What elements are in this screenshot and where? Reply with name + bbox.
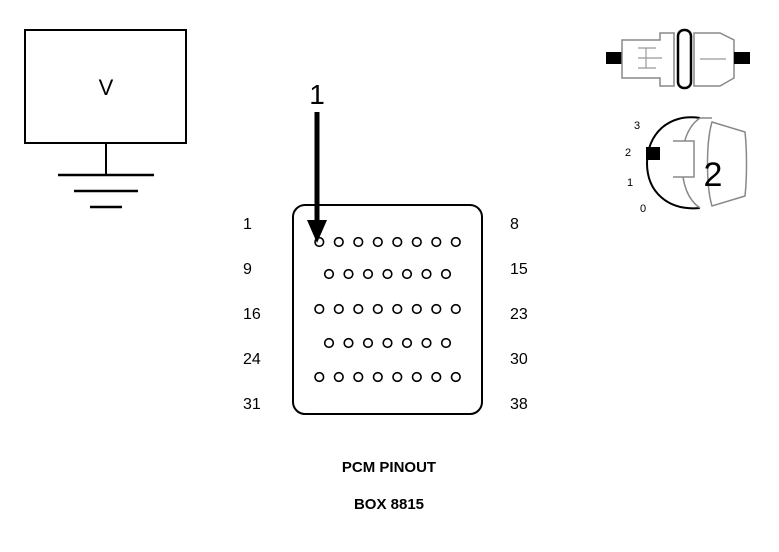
ignition-position-1: 1 [627,177,633,189]
disconnect-connector-icon [606,28,750,90]
pin-label-38: 38 [510,396,528,413]
ignition-position-2: 2 [625,147,631,159]
ground-icon [58,173,154,209]
pin-hole [333,303,344,315]
pin-hole [314,236,325,248]
pin-label-15: 15 [510,261,528,278]
pin-hole [362,268,374,280]
pin-hole [450,371,461,383]
voltmeter: V [24,29,187,209]
arrow-head-icon [307,220,327,243]
pin-hole [314,303,325,315]
pin-hole [421,337,432,349]
pin-hole [411,371,422,383]
pin-hole [411,303,422,315]
pin-hole [392,236,403,248]
arrow-label: 1 [309,79,325,110]
pin-labels-right: 8 15 23 30 38 [510,216,528,413]
pin-hole [353,303,364,315]
pin-label-23: 23 [510,306,528,323]
pin-hole [450,236,461,248]
pin-label-30: 30 [510,351,528,368]
pin-hole [372,236,383,248]
caption-subtitle: BOX 8815 [354,496,424,513]
pin-hole [343,268,354,280]
pin-hole [382,268,393,280]
probe-arrow: 1 [307,79,327,243]
connector-pins [314,236,461,383]
pin-label-1: 1 [243,216,252,233]
pin-label-24: 24 [243,351,261,368]
pin-hole [323,268,335,280]
pin-label-31: 31 [243,396,261,413]
pin-hole [323,337,335,349]
pin-hole [392,371,403,383]
pin-hole [401,337,413,349]
pin-hole [411,236,422,248]
pin-hole [372,371,383,383]
ignition-key-label: 2 [704,156,723,194]
pin-hole [343,337,354,349]
pin-hole [431,236,442,248]
pin-hole [314,371,325,383]
pin-hole [401,268,413,280]
pin-hole [353,371,364,383]
pin-hole [353,236,364,248]
pin-hole [431,303,442,315]
ignition-switch-icon: 2 3 2 1 0 [625,116,748,215]
voltmeter-label: V [99,75,114,100]
pin-label-8: 8 [510,216,519,233]
caption-title: PCM PINOUT [342,459,436,476]
pin-label-9: 9 [243,261,252,278]
connector-housing [292,204,483,415]
pin-hole [431,371,442,383]
pin-hole [440,337,452,349]
ignition-position-0: 0 [640,203,646,215]
pin-hole [372,303,383,315]
ignition-position-marker [646,147,660,160]
ignition-position-3: 3 [634,120,640,132]
pin-hole [333,236,344,248]
pin-label-16: 16 [243,306,261,323]
pin-hole [382,337,393,349]
pin-hole [450,303,461,315]
pin-hole [392,303,403,315]
pin-hole [333,371,344,383]
pin-hole [362,337,374,349]
pin-labels-left: 1 9 16 24 31 [243,216,261,413]
pin-hole [421,268,432,280]
pin-hole [440,268,452,280]
